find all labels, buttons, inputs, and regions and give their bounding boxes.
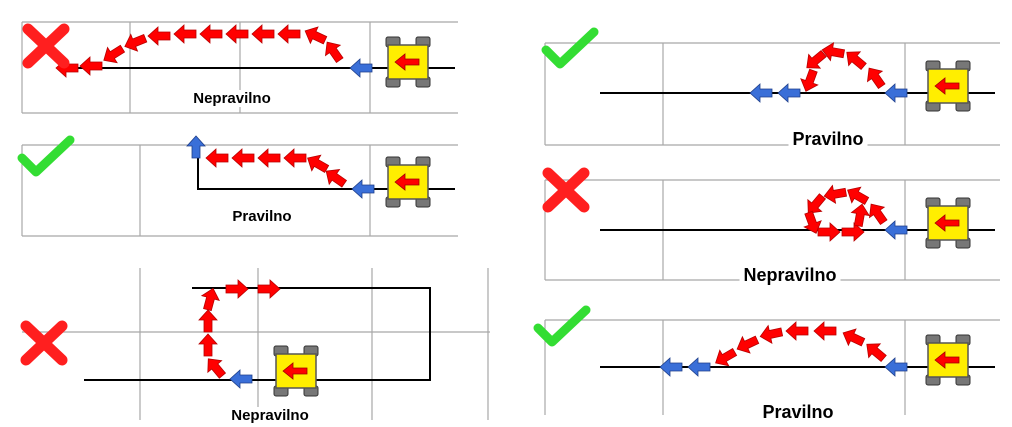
- panel-label: Nepravilno: [227, 407, 313, 425]
- panel-label: Pravilno: [788, 129, 868, 150]
- panel-label: Pravilno: [228, 208, 296, 226]
- robot-icon: [925, 334, 971, 386]
- panel-label: Nepravilno: [189, 90, 275, 108]
- panel-label: Nepravilno: [739, 265, 841, 286]
- track-line: [84, 287, 431, 381]
- panel-label: Pravilno: [758, 402, 838, 423]
